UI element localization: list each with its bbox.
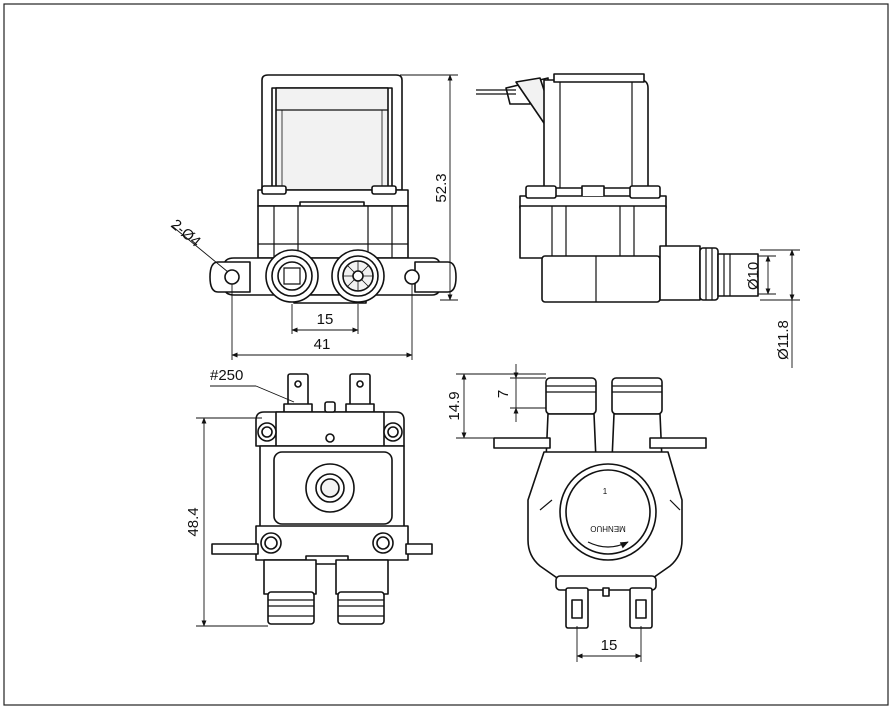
bottom-view-dimensions: 14.9 7 15 bbox=[446, 364, 642, 662]
body-arrow-mark: 1 bbox=[603, 487, 608, 496]
dim-outlet-groove: 7 bbox=[495, 390, 512, 398]
drawing-frame bbox=[3, 3, 889, 706]
front-view bbox=[209, 74, 457, 304]
dim-terminal: #250 bbox=[210, 367, 243, 384]
dim-inlet-diameter: Ø10 bbox=[745, 262, 762, 290]
top-view bbox=[211, 373, 433, 625]
dim-terminal-spacing: 15 bbox=[601, 637, 618, 654]
dim-outlet-spacing-top: 15 bbox=[317, 311, 334, 328]
side-view bbox=[476, 73, 759, 303]
dim-holes: 2-Ø4 bbox=[167, 216, 203, 250]
dim-mount-width: 41 bbox=[314, 336, 331, 353]
top-view-dimensions: #250 48.4 bbox=[185, 367, 295, 627]
dim-outlet-length: 14.9 bbox=[446, 391, 463, 420]
dim-inlet-outer-diameter: Ø11.8 bbox=[775, 320, 792, 360]
side-view-dimensions: Ø10 Ø11.8 bbox=[745, 249, 800, 368]
dim-body-height: 48.4 bbox=[185, 507, 202, 536]
dim-height-top: 52.3 bbox=[433, 173, 450, 202]
body-brand-mark: MENHUO bbox=[590, 524, 626, 533]
bottom-view: 1 MENHUO bbox=[493, 377, 707, 629]
